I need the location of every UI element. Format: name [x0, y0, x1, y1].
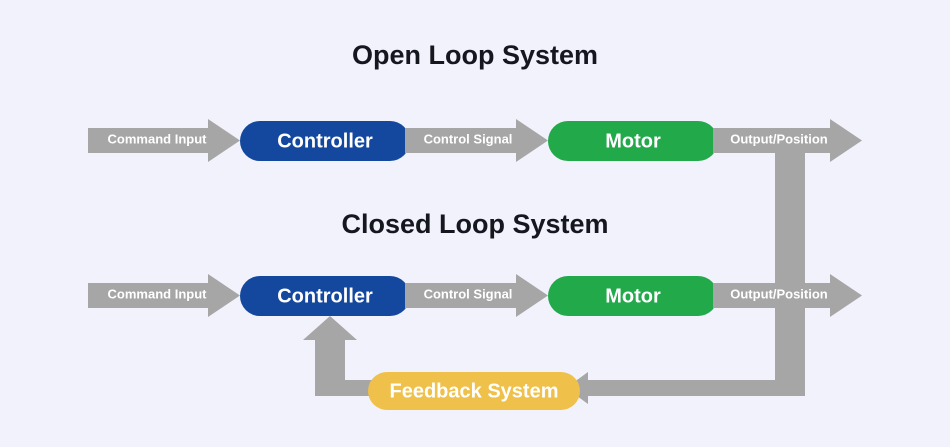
closed-loop-arrow-control-signal-label: Control Signal — [424, 286, 513, 301]
open-loop-arrow-command-input-label: Command Input — [108, 131, 208, 146]
closed-loop-node-feedback-system-label: Feedback System — [390, 380, 559, 402]
open-loop-arrow-command-input — [88, 119, 240, 162]
closed-loop-arrow-output-position — [713, 274, 862, 317]
open-loop-arrow-control-signal-label: Control Signal — [424, 131, 513, 146]
open-loop-node-controller — [240, 121, 410, 161]
feedback-return-path — [566, 153, 805, 404]
closed-loop-arrow-command-input — [88, 274, 240, 317]
closed-loop-node-motor-label: Motor — [605, 285, 661, 307]
closed-loop-arrow-control-signal — [405, 274, 548, 317]
open-loop-arrow-control-signal — [405, 119, 548, 162]
closed-loop-node-controller-label: Controller — [277, 285, 373, 307]
open-loop-node-motor — [548, 121, 718, 161]
feedback-forward-path — [303, 316, 390, 396]
closed-loop-title: Closed Loop System — [341, 209, 608, 239]
open-loop-node-controller-label: Controller — [277, 130, 373, 152]
closed-loop-node-controller — [240, 276, 410, 316]
open-loop-node-motor-label: Motor — [605, 130, 661, 152]
closed-loop-node-feedback-system — [368, 372, 580, 410]
closed-loop-arrow-output-position-label: Output/Position — [730, 286, 828, 301]
closed-loop-node-motor — [548, 276, 718, 316]
open-loop-arrow-output-position-label: Output/Position — [730, 131, 828, 146]
closed-loop-arrow-command-input-label: Command Input — [108, 286, 208, 301]
open-loop-arrow-output-position — [713, 119, 862, 162]
open-loop-title: Open Loop System — [352, 40, 598, 70]
